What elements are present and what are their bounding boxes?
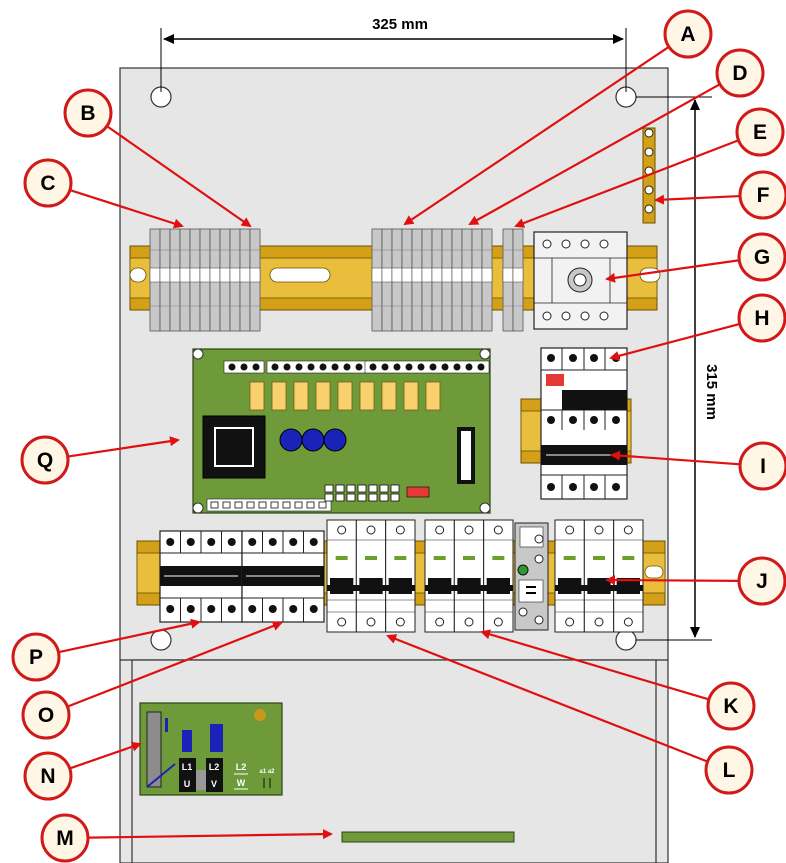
callout-l-circle <box>704 745 754 795</box>
callout-j-circle <box>737 556 786 606</box>
isolator-switch-p <box>159 530 243 623</box>
terminal-l1-label: L1 <box>182 762 193 772</box>
callout-d-letter: D <box>732 62 747 85</box>
callout-o-leader <box>67 621 283 708</box>
terminal-block-group-a <box>371 228 443 332</box>
mounting-hole-bottom-left <box>150 629 172 651</box>
terminal-u-label: U <box>184 779 191 789</box>
contactor <box>540 347 628 500</box>
callout-h-letter: H <box>754 307 769 330</box>
callout-q-letter: Q <box>37 449 53 472</box>
callout-g-circle <box>737 232 786 282</box>
callout-j-letter: J <box>756 570 768 593</box>
callout-f-letter: F <box>757 184 770 207</box>
cable-entry-strip <box>341 831 515 843</box>
circuit-breaker-k <box>424 519 514 633</box>
callout-q-circle <box>20 435 70 485</box>
isolator-switch-o <box>241 530 325 623</box>
callout-o-letter: O <box>38 704 54 727</box>
terminal-block-group-c <box>149 228 241 332</box>
callout-f-circle <box>738 170 786 220</box>
callout-e-letter: E <box>753 121 767 144</box>
terminal-block-group-e <box>502 228 524 332</box>
terminal-block-group-d <box>441 228 493 332</box>
callout-i-leader <box>610 450 741 466</box>
power-pcb: L1 U L2 V L2 W a1 a2 <box>139 702 283 796</box>
callout-d-circle <box>715 48 765 98</box>
callout-q-leader <box>67 436 180 458</box>
callout-i-circle <box>738 441 786 491</box>
indicator-module <box>514 522 549 631</box>
relay-socket <box>533 231 628 330</box>
callout-k-letter: K <box>723 695 738 718</box>
callout-p-circle <box>11 632 61 682</box>
mounting-hole-bottom-right <box>615 629 637 651</box>
terminal-l2-label: L2 <box>209 762 220 772</box>
terminal-w-label: W <box>237 778 246 788</box>
callout-k-circle <box>706 681 756 731</box>
terminal-v-label: V <box>211 779 217 789</box>
callout-a-letter: A <box>680 23 695 46</box>
callout-n-leader <box>69 741 142 770</box>
callout-m-leader <box>87 829 333 840</box>
callout-p-letter: P <box>29 646 43 669</box>
callout-o-circle <box>21 690 71 740</box>
callout-l-letter: L <box>723 759 736 782</box>
circuit-breaker-l <box>326 519 416 633</box>
terminal-block-group-b <box>239 228 261 332</box>
callout-m-circle <box>40 813 90 863</box>
circuit-breaker-j <box>554 519 644 633</box>
terminal-l2-w-label: L2 <box>236 762 247 772</box>
callout-k-leader <box>480 629 710 701</box>
callout-a-circle <box>663 9 713 59</box>
callout-g-letter: G <box>754 246 770 269</box>
callout-n-circle <box>23 751 73 801</box>
callout-f-leader <box>654 194 741 205</box>
callout-h-leader <box>609 322 741 361</box>
callout-a-leader <box>403 45 670 226</box>
callout-b-letter: B <box>80 102 95 125</box>
callout-h-circle <box>737 293 786 343</box>
coil-terminals-label: a1 a2 <box>259 769 275 775</box>
height-label: 315 mm <box>703 364 720 420</box>
callout-l-leader <box>386 634 708 763</box>
control-pcb <box>192 348 491 514</box>
callout-g-leader <box>605 259 740 283</box>
callout-n-letter: N <box>40 765 55 788</box>
callout-c-circle <box>23 158 73 208</box>
callout-c-letter: C <box>40 172 55 195</box>
callout-p-leader <box>58 618 201 654</box>
callout-b-circle <box>63 88 113 138</box>
callout-e-circle <box>735 107 785 157</box>
callout-e-leader <box>514 139 739 228</box>
callout-i-letter: I <box>760 455 766 478</box>
callout-c-leader <box>69 188 184 229</box>
width-label: 325 mm <box>372 16 428 33</box>
callout-m-letter: M <box>56 827 74 850</box>
callout-d-leader <box>468 83 721 225</box>
height-dimension: 315 mm <box>636 96 720 641</box>
callout-j-leader <box>605 575 740 586</box>
callout-b-leader <box>106 125 252 228</box>
width-dimension: 325 mm <box>160 16 627 92</box>
